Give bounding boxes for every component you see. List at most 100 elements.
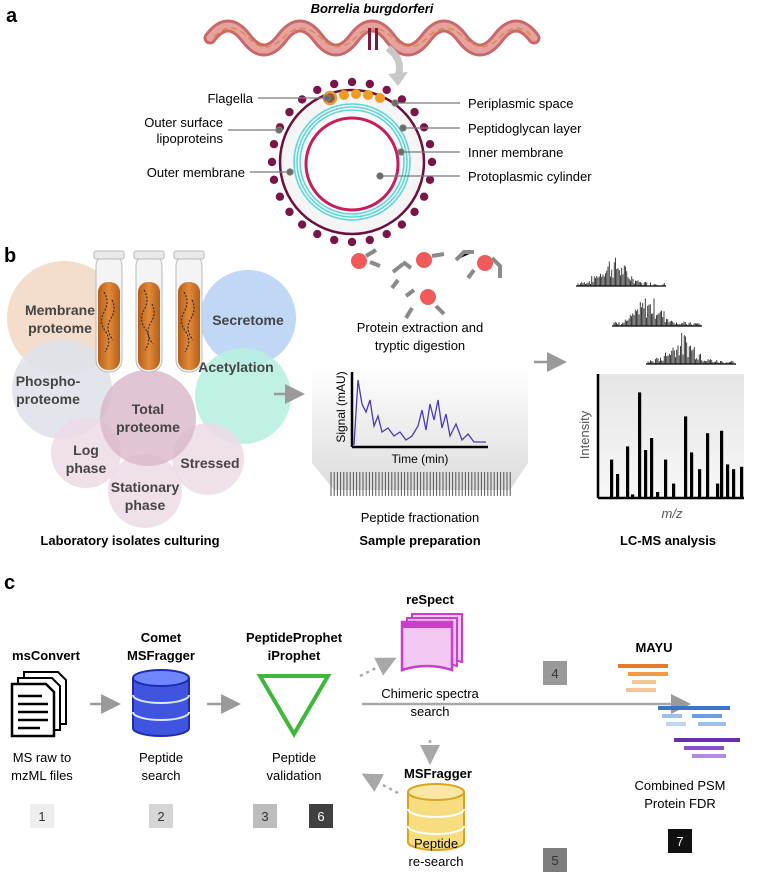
lipoprotein-dot	[275, 192, 285, 201]
desc-respect-1: Chimeric spectra	[381, 686, 479, 701]
label-total-1: Total	[132, 401, 164, 417]
ms-peak	[684, 416, 688, 498]
tool-msconvert: msConvert	[12, 648, 81, 663]
desc-search-1: Peptide	[139, 750, 183, 765]
lipoprotein-dot	[410, 107, 419, 117]
desc-research-1: Peptide	[414, 836, 458, 851]
files-icon	[10, 671, 67, 738]
desc-validation-1: Peptide	[272, 750, 316, 765]
stacked-spectra	[576, 257, 736, 365]
label-log-2: phase	[66, 460, 107, 476]
panel-b-letter: b	[4, 245, 16, 267]
circle-acetylation	[195, 348, 291, 444]
desc-mayu-2: Protein FDR	[644, 796, 716, 811]
lipoprotein-dot	[267, 157, 277, 167]
protein-digestion-graphic	[351, 248, 502, 320]
lipoprotein-dot	[347, 237, 357, 247]
label-stationary-2: phase	[125, 497, 166, 513]
lipoprotein-dot	[382, 229, 391, 239]
peptidoglycan-ring-1	[293, 103, 411, 221]
circle-secretome	[200, 270, 296, 366]
spirochete-highlight	[206, 22, 538, 54]
lipoprotein-dot	[419, 123, 429, 132]
lipoprotein-dot	[313, 229, 322, 239]
chromatogram-xlabel: Time (min)	[392, 452, 449, 466]
desc-validation-2: validation	[267, 768, 322, 783]
lipoprotein-dot	[397, 220, 407, 229]
step-number-2: 2	[157, 809, 164, 824]
ms-peak	[616, 474, 620, 498]
step-badge-1	[30, 804, 54, 828]
ms-peaks	[610, 392, 744, 498]
panel-a-leaders	[228, 94, 460, 180]
step-badge-7	[668, 829, 692, 853]
lipoprotein-dot	[297, 95, 307, 104]
step-badge-5	[543, 848, 567, 872]
lipoprotein-dot	[347, 77, 357, 87]
flagellum	[351, 89, 361, 99]
label-secretome: Secretome	[212, 312, 284, 328]
ms-peak	[690, 452, 694, 498]
ms-peak	[644, 450, 648, 498]
caption-sample-prep: Sample preparation	[359, 533, 480, 548]
desc-respect-2: search	[410, 704, 449, 719]
label-total-2: proteome	[116, 419, 180, 435]
ms-peak	[732, 469, 736, 498]
desc-mayu-1: Combined PSM	[634, 778, 725, 793]
ms-peak	[706, 433, 710, 498]
step-number-4: 4	[551, 666, 558, 681]
ms-peak	[610, 459, 614, 498]
desc-research-2: re-search	[409, 854, 464, 869]
step-number-5: 5	[551, 853, 558, 868]
flagellum	[339, 90, 349, 100]
ms-peak	[720, 430, 724, 498]
chromatogram-ylabel: Signal (mAU)	[334, 371, 348, 442]
lipoprotein-dot	[269, 175, 279, 185]
organism-name: Borrelia burgdorferi	[311, 1, 434, 16]
ms-peak	[716, 483, 720, 498]
desc-msconvert-2: mzML files	[11, 768, 73, 783]
ms-peak	[664, 459, 668, 498]
ms-peak	[698, 469, 702, 498]
label-stressed: Stressed	[180, 455, 239, 471]
lipoprotein-dot	[397, 95, 407, 104]
circle-total-proteome	[100, 370, 196, 466]
label-periplasmic: Periplasmic space	[468, 96, 574, 111]
arrow-to-respect	[359, 657, 397, 678]
ms-spectrum-background	[598, 374, 744, 498]
label-outer-membrane: Outer membrane	[147, 165, 245, 180]
fdr-bars-icon	[618, 664, 740, 758]
cut-mark-left	[368, 28, 371, 50]
label-stationary-1: Stationary	[111, 479, 180, 495]
step-number-3: 3	[261, 809, 268, 824]
lipoprotein-dot	[297, 220, 307, 229]
label-acetylation: Acetylation	[198, 359, 273, 375]
caption-lcms: LC-MS analysis	[620, 533, 716, 548]
chromatogram-trace	[353, 379, 486, 446]
lipoprotein-dot	[365, 235, 375, 245]
lipoprotein-dot	[285, 207, 294, 217]
tool-comet: Comet	[141, 630, 182, 645]
label-inner-membrane: Inner membrane	[468, 145, 563, 160]
lipoprotein-dot	[285, 107, 294, 117]
ms-xlabel: m/z	[662, 506, 683, 521]
step-number-7: 7	[676, 834, 683, 849]
inner-membrane-ring	[304, 116, 400, 212]
label-outer-lipo-2: lipoproteins	[157, 131, 224, 146]
circle-stationary-phase	[108, 454, 182, 528]
tool-iprophet: iProphet	[268, 648, 321, 663]
ms-peak	[672, 483, 676, 498]
tool-respect: reSpect	[406, 592, 454, 607]
label-outer-lipo-1: Outer surface	[144, 115, 223, 130]
fractionation-funnel	[312, 365, 528, 490]
peptidoglycan-ring-3	[299, 109, 405, 215]
step-badge-4	[543, 661, 567, 685]
lipoprotein-dot	[410, 207, 419, 217]
flagellum	[375, 93, 385, 103]
ms-peak	[740, 466, 744, 498]
validation-triangle-icon	[256, 674, 332, 738]
database-icon-yellow	[407, 783, 465, 851]
lipoprotein-dot	[329, 235, 339, 245]
label-extraction-1: Protein extraction and	[357, 320, 483, 335]
